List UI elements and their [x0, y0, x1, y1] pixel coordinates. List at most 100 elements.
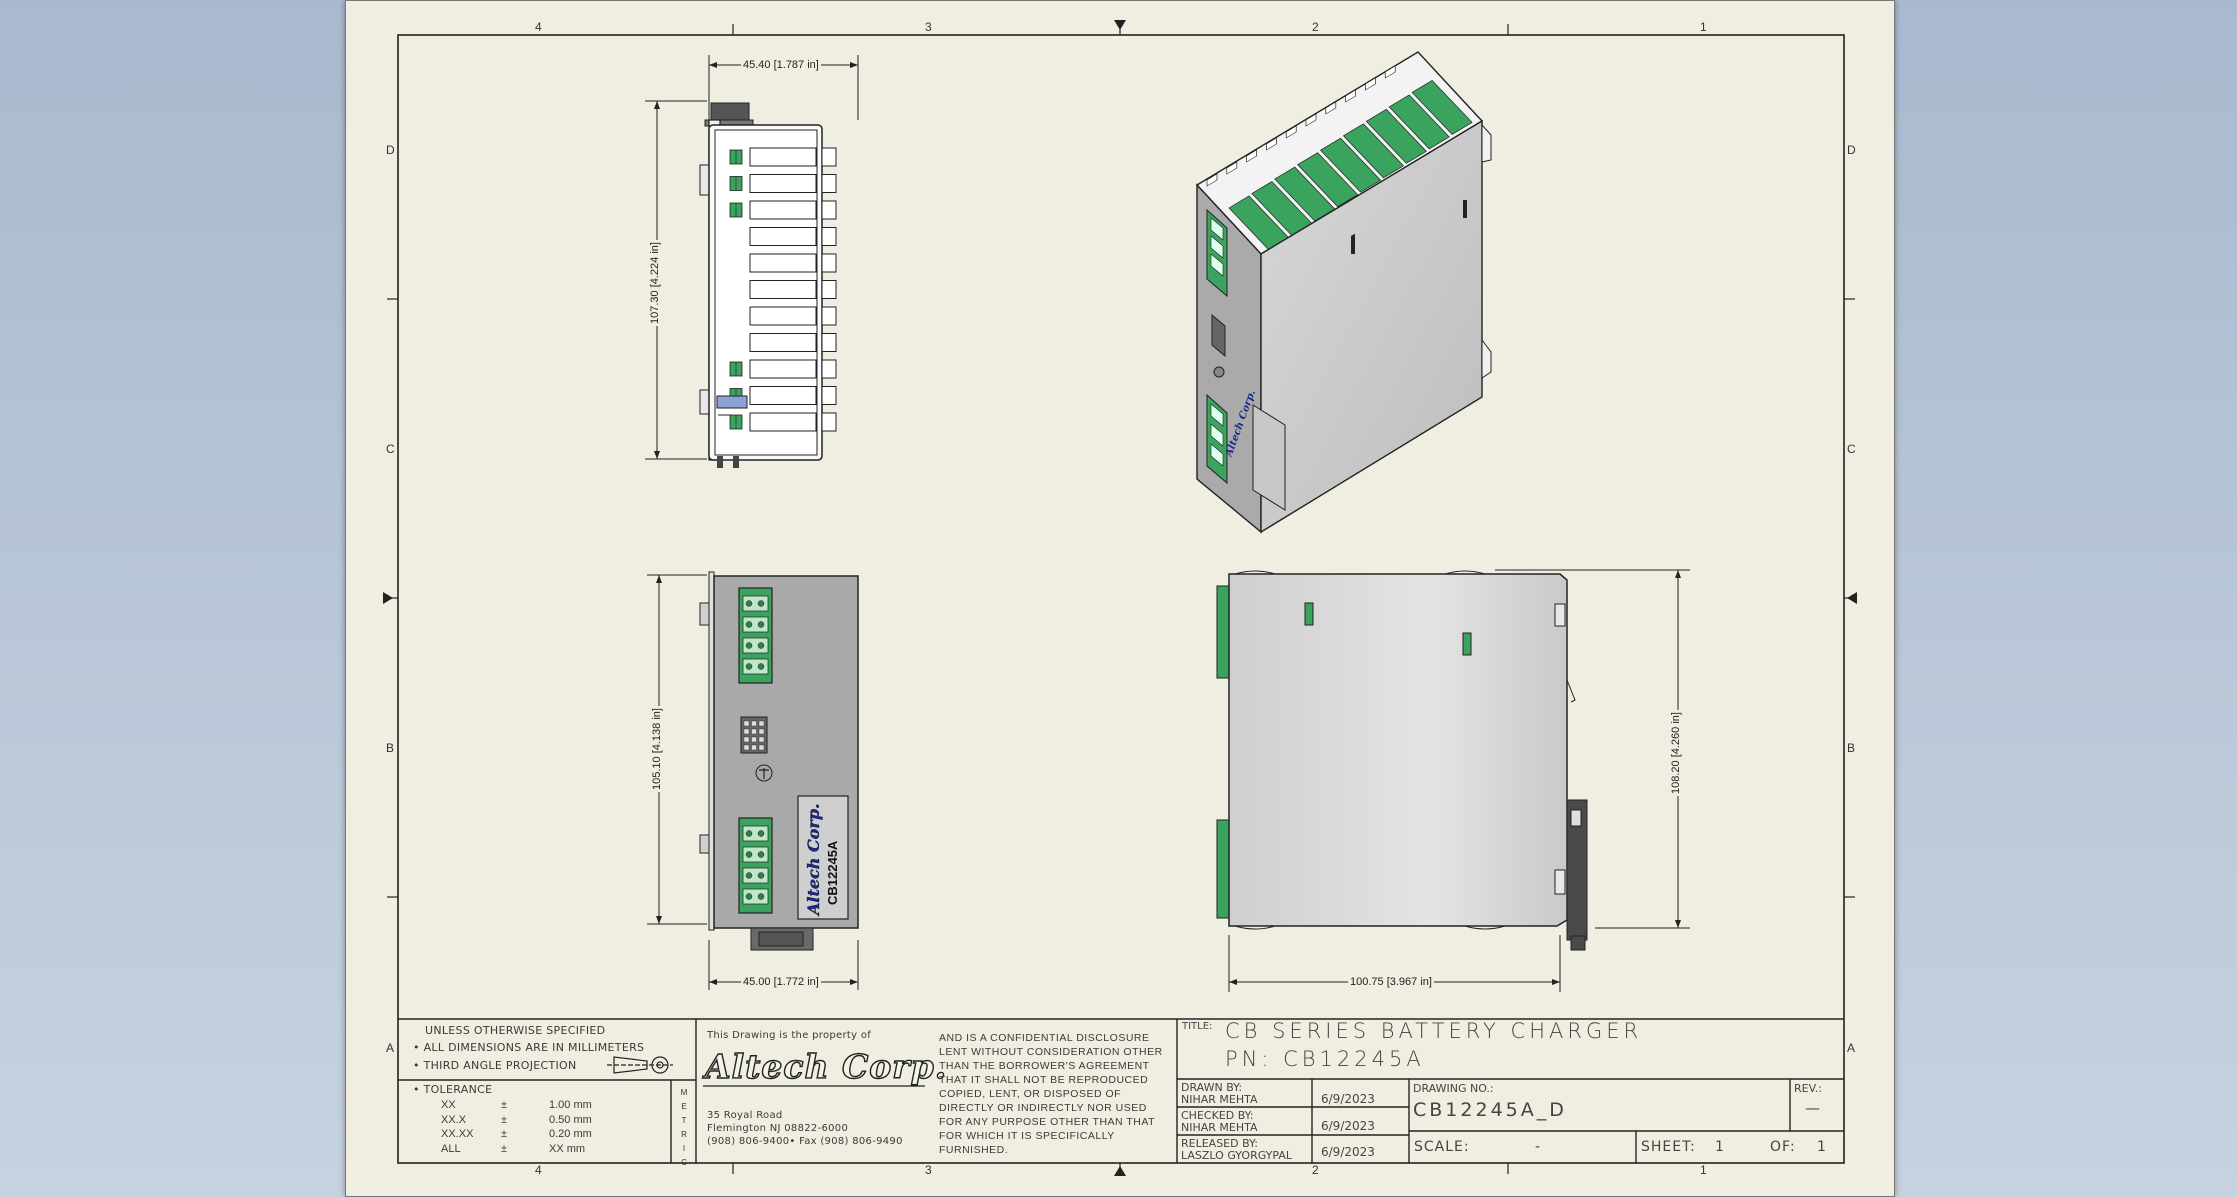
dim-front-height: 105.10 [4.138 in] — [651, 706, 663, 792]
terminal-slot — [742, 867, 769, 884]
side-slot — [749, 147, 817, 167]
rev-label: REV.: — [1794, 1082, 1822, 1095]
projection-symbol — [607, 1056, 673, 1074]
of-label: OF: — [1770, 1139, 1796, 1155]
scale-value: - — [1535, 1139, 1541, 1155]
side-slot — [749, 412, 817, 432]
iso-hole — [1305, 113, 1317, 127]
terminal-slot — [742, 846, 769, 863]
dim-side-height: 107.30 [4.224 in] — [649, 240, 661, 326]
keypad-key — [758, 736, 765, 743]
front-view: Altech Corp. CB12245A — [699, 571, 859, 951]
right-dimension-arrows — [1229, 570, 1681, 985]
side-slot-small — [821, 386, 837, 405]
side-slot-small — [821, 227, 837, 246]
zone-row-d-right: D — [1847, 143, 1856, 157]
iso-vent — [1365, 108, 1427, 164]
side-slot-small — [821, 306, 837, 326]
side-slot-small — [821, 359, 837, 379]
tolerance-value: 1.00 mm — [549, 1099, 592, 1111]
side-slot — [749, 386, 817, 405]
zone-col-4-top: 4 — [535, 20, 542, 34]
keypad-key — [743, 744, 750, 751]
side-slot — [749, 306, 817, 326]
drawn-by-label: DRAWN BY: — [1181, 1081, 1243, 1094]
side-slot-small — [821, 174, 837, 193]
tolerance-format: ALL — [441, 1142, 461, 1155]
part-number: PN: CB12245A — [1225, 1047, 1425, 1071]
property-line: This Drawing is the property of — [707, 1030, 872, 1041]
zone-row-c-left: C — [386, 442, 395, 456]
keypad-key — [751, 720, 757, 727]
title-block-grid — [398, 1018, 1844, 1163]
keypad-key — [758, 728, 765, 735]
inner-border — [397, 34, 1845, 1164]
drawn-by: NIHAR MEHTA — [1181, 1093, 1258, 1106]
units-letter: C — [681, 1158, 687, 1167]
zone-row-c-right: C — [1847, 442, 1856, 456]
disclosure-line: FOR ANY PURPOSE OTHER THAN THAT — [939, 1116, 1156, 1128]
iso-hole — [1384, 65, 1396, 79]
zone-col-1-top: 1 — [1700, 20, 1707, 34]
iso-hole — [1365, 77, 1376, 91]
drawing-sheet: Altech Corp. Altech Corp. CB12245A — [345, 0, 1895, 1197]
title-label: TITLE: — [1182, 1021, 1213, 1032]
address-line-1: 35 Royal Road — [707, 1110, 783, 1121]
zone-row-a-left: A — [386, 1041, 395, 1055]
company-logo: Altech Corp. — [704, 1047, 948, 1086]
zone-col-3-top: 3 — [925, 20, 932, 34]
iso-hole — [1226, 161, 1238, 175]
iso-vent — [1388, 94, 1450, 150]
company-phone: (908) 806-9400• Fax (908) 806-9490 — [707, 1136, 903, 1147]
notes-heading: UNLESS OTHERWISE SPECIFIED — [425, 1024, 606, 1037]
released-by-label: RELEASED BY: — [1181, 1137, 1259, 1150]
side-slot-small — [821, 280, 837, 299]
iso-hole — [1246, 149, 1257, 163]
sheet-label: SHEET: — [1641, 1139, 1696, 1155]
notes-line-1: • ALL DIMENSIONS ARE IN MILLIMETERS — [413, 1041, 645, 1054]
scale-label: SCALE: — [1414, 1139, 1470, 1155]
tolerance-sep: ± — [501, 1099, 508, 1111]
terminal-slot — [742, 825, 769, 842]
tolerance-value: 0.20 mm — [549, 1128, 592, 1140]
front-dimension-arrows — [656, 575, 858, 985]
tolerance-row: XX±1.00 mm — [441, 1099, 681, 1114]
iso-vent — [1320, 137, 1382, 193]
right-view — [1216, 570, 1588, 951]
keypad-key — [751, 728, 757, 735]
units-letter: I — [682, 1144, 686, 1153]
side-slot — [749, 227, 817, 246]
iso-vent — [1411, 80, 1473, 135]
zone-col-4-bottom: 4 — [535, 1163, 542, 1177]
tolerance-value: XX mm — [549, 1142, 586, 1155]
zone-row-b-right: B — [1847, 741, 1856, 755]
dim-right-width: 100.75 [3.967 in] — [1348, 976, 1434, 988]
side-slot — [749, 333, 817, 352]
keypad-key — [743, 736, 750, 743]
notes-line-2: • THIRD ANGLE PROJECTION — [413, 1059, 577, 1072]
iso-hole — [1266, 137, 1277, 151]
zone-col-2-top: 2 — [1312, 20, 1319, 34]
disclosure-line: FOR WHICH IT IS SPECIFICALLY — [939, 1130, 1115, 1142]
tolerance-row: ALL±XX mm — [441, 1143, 681, 1158]
tolerance-sep: ± — [501, 1128, 508, 1140]
of-value: 1 — [1817, 1139, 1826, 1155]
zone-row-b-left: B — [386, 741, 395, 755]
iso-hole — [1206, 173, 1218, 187]
released-date: 6/9/2023 — [1321, 1145, 1375, 1159]
side-slot — [749, 174, 817, 193]
disclosure-line: LENT WITHOUT CONSIDERATION OTHER — [939, 1046, 1163, 1058]
tolerance-format: XX.XX — [441, 1128, 474, 1140]
front-model-label: CB12245A — [825, 840, 840, 905]
tolerance-format: XX.X — [441, 1113, 467, 1126]
iso-vent — [1342, 123, 1404, 179]
keypad-key — [758, 744, 765, 751]
outer-border — [345, 0, 1895, 1197]
tolerance-value: 0.50 mm — [549, 1113, 592, 1126]
disclosure-line: THAN THE BORROWER'S AGREEMENT — [939, 1060, 1150, 1072]
side-slot — [749, 280, 817, 299]
released-by: LASZLO GYORGYPAL — [1181, 1149, 1292, 1162]
side-slot — [749, 253, 817, 273]
address-line-2: Flemington NJ 08822-6000 — [707, 1123, 849, 1134]
